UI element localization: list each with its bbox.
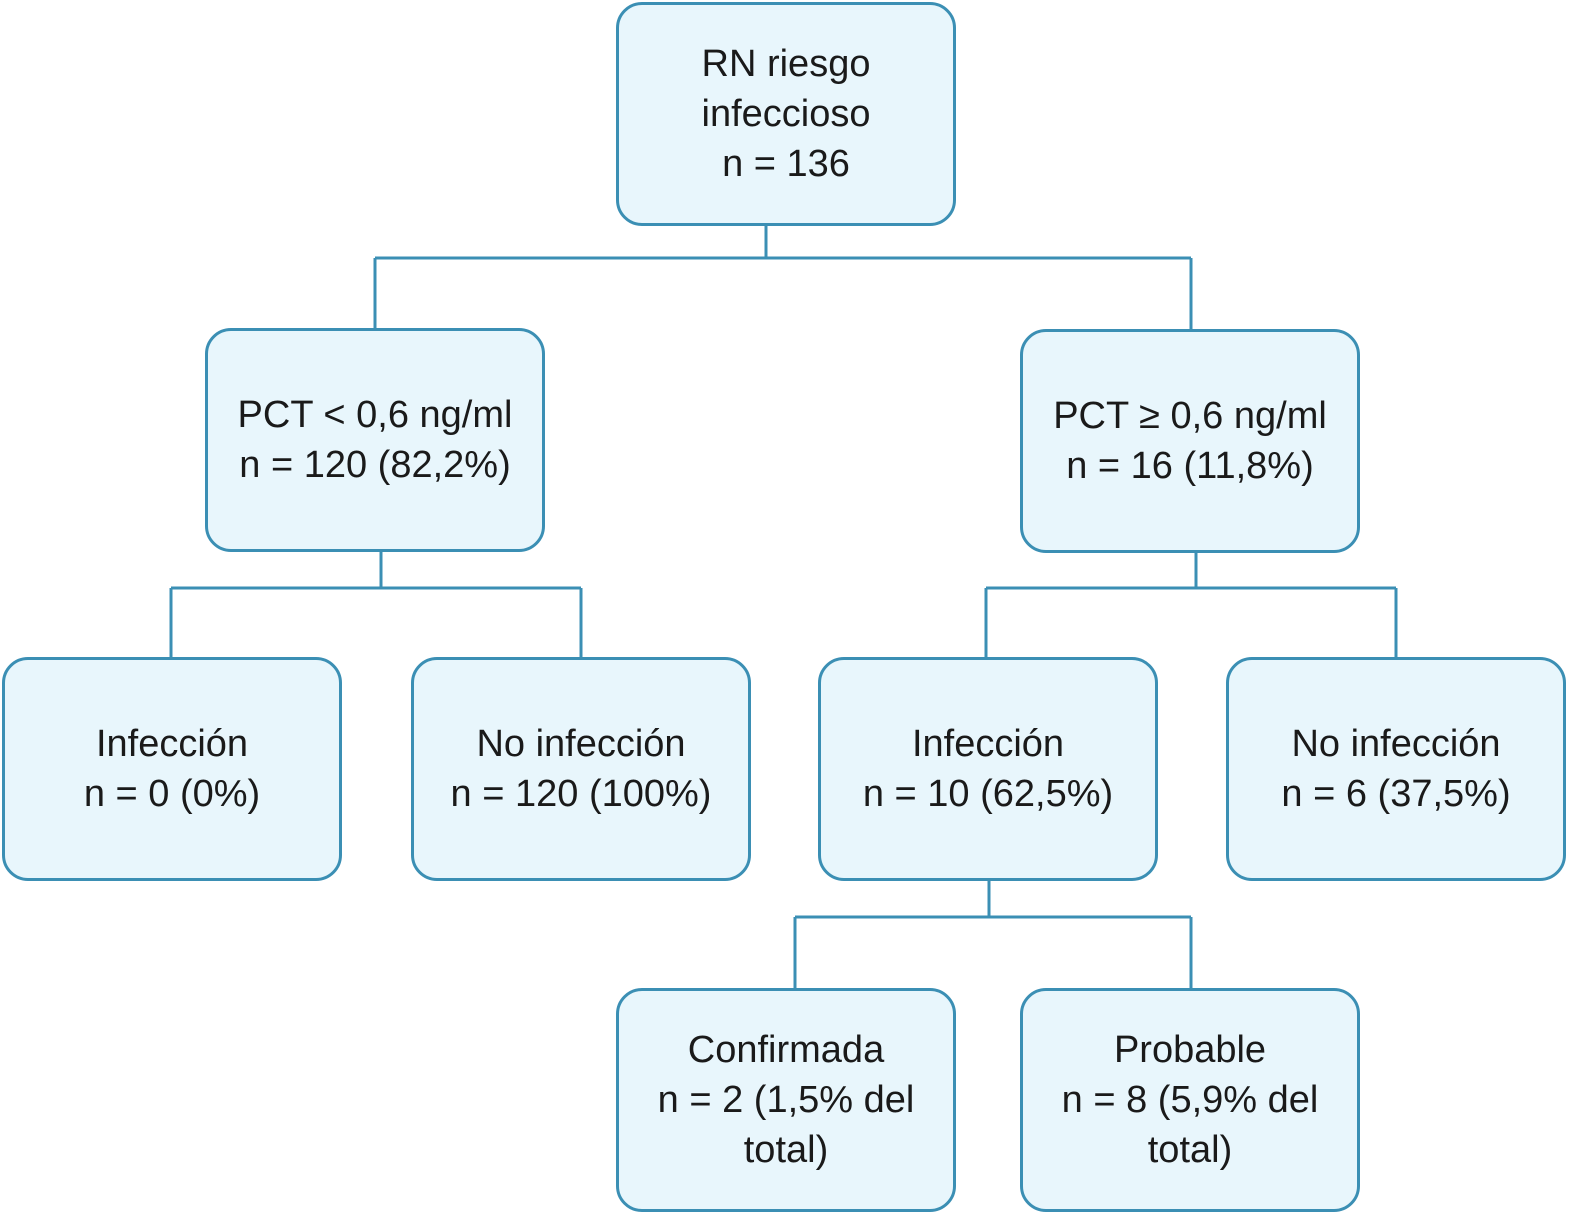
node-line: n = 10 (62,5%) [862,773,1114,815]
node-probable: Probable n = 8 (5,9% del total) [1020,988,1360,1212]
node-line: n = 2 (1,5% del [657,1079,915,1121]
node-line: n = 120 (82,2%) [239,444,511,486]
node-line: n = 6 (37,5%) [1281,773,1511,815]
node-line: infeccioso [701,93,871,135]
node-confirmed: Confirmada n = 2 (1,5% del total) [616,988,956,1212]
node-low-no-infection: No infección n = 120 (100%) [411,657,751,881]
node-high-no-infection: No infección n = 6 (37,5%) [1226,657,1566,881]
node-line: No infección [1291,723,1501,765]
node-rn-riesgo-infeccioso: RN riesgo infeccioso n = 136 [616,2,956,226]
connector-pct-high [984,553,1398,657]
node-line: n = 136 [722,143,850,185]
node-line: Infección [911,723,1065,765]
node-line: n = 16 (11,8%) [1066,445,1314,487]
node-line: PCT < 0,6 ng/ml [237,394,513,436]
node-pct-high: PCT ≥ 0,6 ng/ml n = 16 (11,8%) [1020,329,1360,553]
node-line: total) [1147,1129,1233,1171]
node-line: RN riesgo [701,43,871,85]
node-high-infection: Infección n = 10 (62,5%) [818,657,1158,881]
node-line: Infección [95,723,249,765]
connector-root [373,226,1193,329]
connector-high-infection [793,881,1193,988]
node-pct-low: PCT < 0,6 ng/ml n = 120 (82,2%) [205,328,545,552]
node-line: No infección [476,723,686,765]
node-line: PCT ≥ 0,6 ng/ml [1053,395,1327,437]
node-line: Probable [1113,1029,1267,1071]
node-line: n = 120 (100%) [450,773,712,815]
node-line: Confirmada [687,1029,885,1071]
node-line: total) [743,1129,829,1171]
node-line: n = 0 (0%) [83,773,261,815]
node-line: n = 8 (5,9% del [1061,1079,1319,1121]
node-low-infection: Infección n = 0 (0%) [2,657,342,881]
connector-pct-low [169,552,583,657]
